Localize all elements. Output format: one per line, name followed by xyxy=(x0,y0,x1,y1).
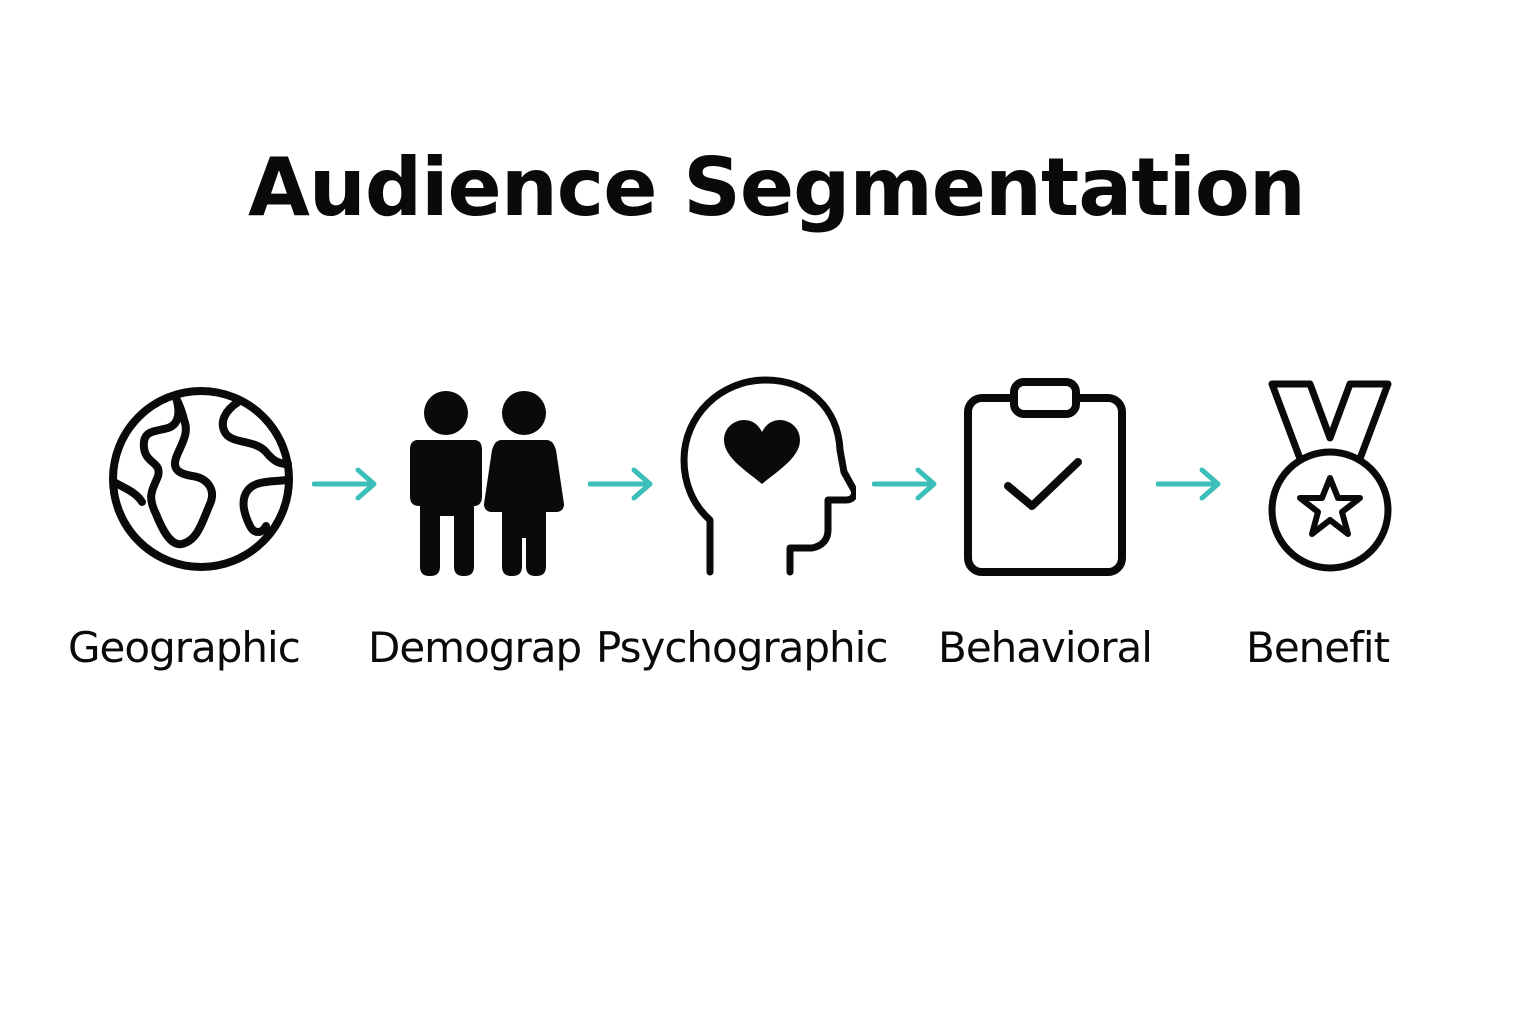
step-label-geographic: Geographic xyxy=(68,623,301,672)
head-heart-icon xyxy=(680,376,856,576)
step-label-behavioral: Behavioral xyxy=(938,623,1153,672)
people-icon xyxy=(410,391,564,576)
step-label-psychographic: Psychographic xyxy=(596,623,888,672)
arrow-right-icon xyxy=(1156,467,1221,501)
medal-star-icon xyxy=(1268,380,1392,572)
diagram-title: Audience Segmentation xyxy=(248,141,1306,234)
step-label-benefit: Benefit xyxy=(1246,623,1390,672)
clipboard-check-icon xyxy=(964,378,1126,576)
step-label-demographic: Demograp xyxy=(368,623,582,672)
globe-icon xyxy=(109,387,293,571)
arrow-right-icon xyxy=(588,467,653,501)
arrow-right-icon xyxy=(872,467,937,501)
arrow-right-icon xyxy=(312,467,377,501)
